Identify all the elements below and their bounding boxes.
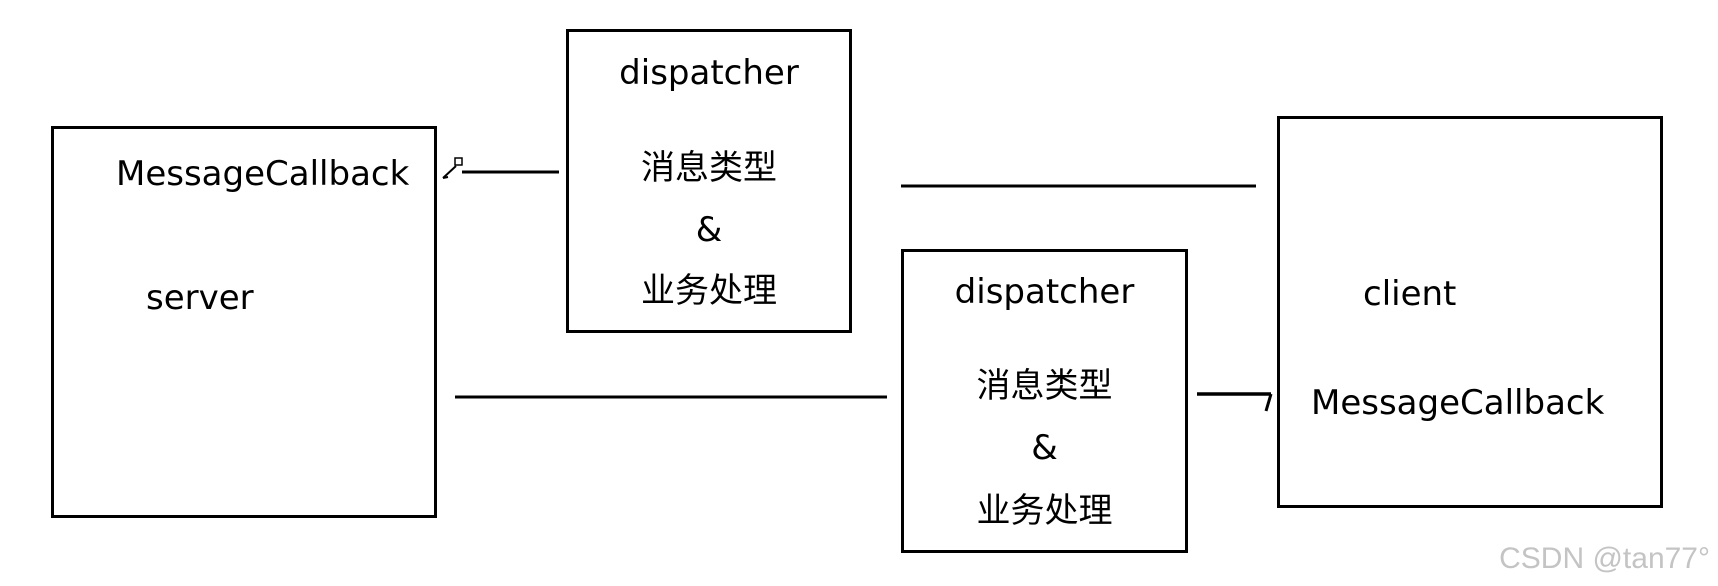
dispatcher-bottom-title: dispatcher	[954, 272, 1135, 312]
dispatcher-top-business-logic: 业务处理	[641, 271, 777, 311]
server-callback-label: MessageCallback	[116, 154, 410, 194]
dispatcher-bottom-box	[901, 249, 1188, 553]
dispatcher-bottom-message-type: 消息类型	[976, 366, 1113, 406]
server-name-label: server	[146, 278, 254, 318]
connector-dispatcher-bottom-to-client-tick	[1264, 393, 1273, 412]
dispatcher-top-ampersand: &	[695, 210, 723, 250]
client-name-label: client	[1363, 274, 1457, 314]
dispatcher-bottom-ampersand: &	[1031, 428, 1058, 468]
pen-cursor-icon	[442, 157, 463, 179]
dispatcher-top-message-type: 消息类型	[641, 148, 777, 188]
server-box	[51, 126, 437, 518]
csdn-watermark: CSDN @tan77°	[1499, 542, 1710, 575]
dispatcher-top-title: dispatcher	[619, 53, 799, 93]
client-box	[1277, 116, 1663, 508]
dispatcher-top-box	[566, 29, 852, 333]
dispatcher-bottom-business-logic: 业务处理	[976, 491, 1113, 531]
client-callback-label: MessageCallback	[1311, 383, 1605, 423]
